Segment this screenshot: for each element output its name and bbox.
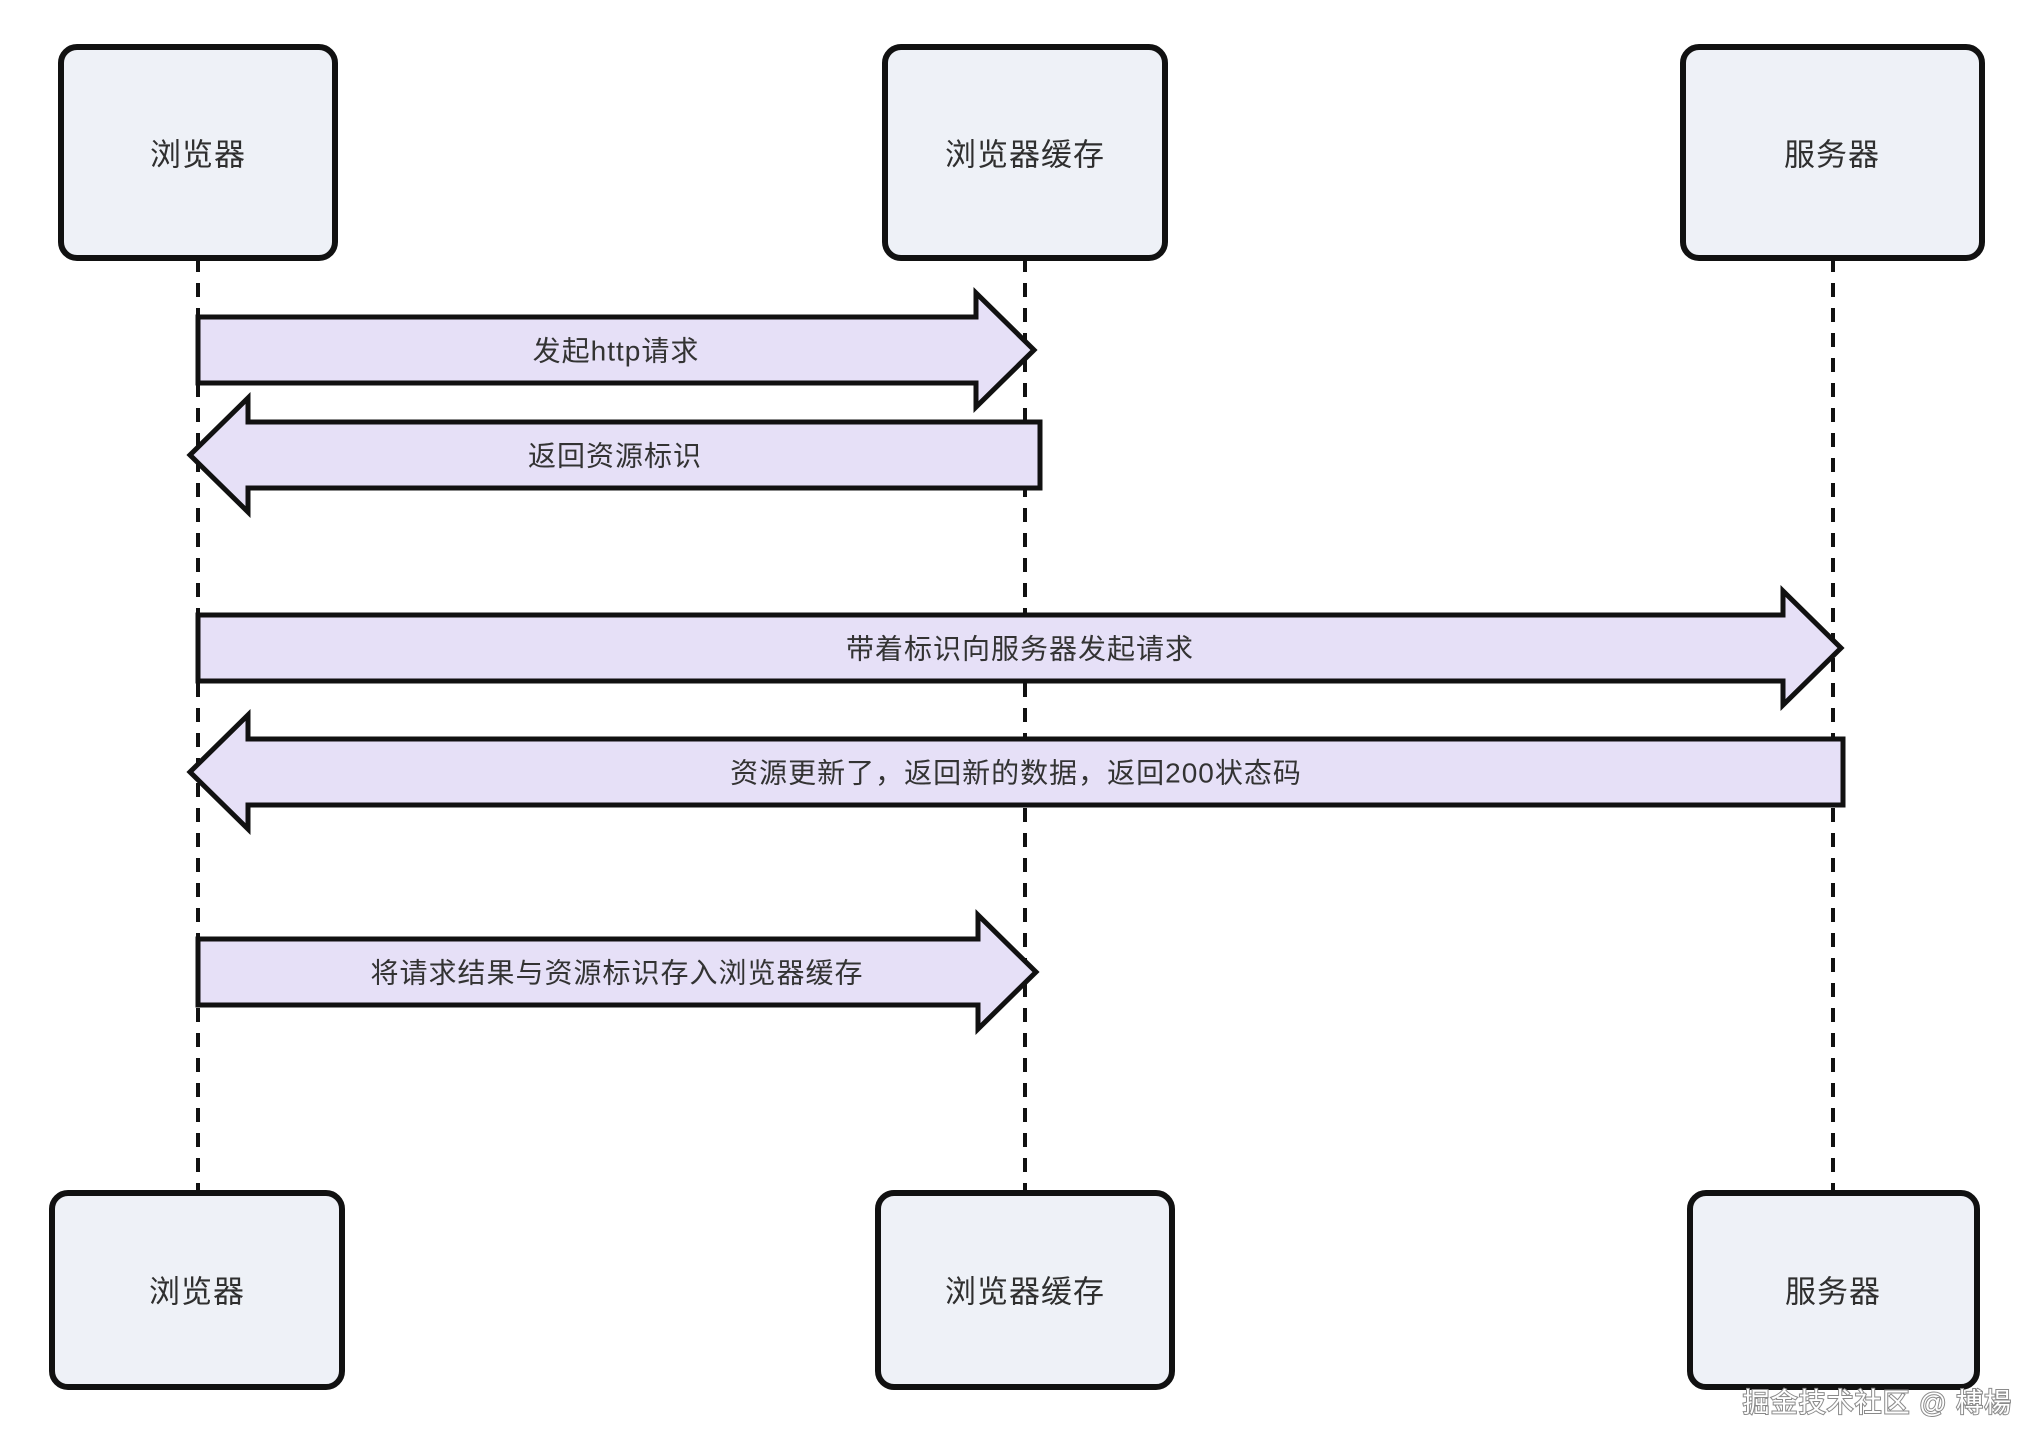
actor-label-browser-cache: 浏览器缓存 bbox=[945, 138, 1105, 173]
message-label: 将请求结果与资源标识存入浏览器缓存 bbox=[370, 958, 863, 989]
arrow-right-icon bbox=[195, 909, 1040, 1035]
arrow-left-icon bbox=[186, 392, 1043, 518]
message-4: 资源更新了，返回新的数据，返回200状态码 bbox=[186, 709, 1846, 835]
actor-bottom-browser-cache: 浏览器缓存 bbox=[875, 1190, 1175, 1390]
actor-label-browser: 浏览器 bbox=[149, 1275, 245, 1310]
message-label: 发起http请求 bbox=[533, 336, 700, 367]
actor-top-browser: 浏览器 bbox=[58, 44, 338, 261]
message-label: 资源更新了，返回新的数据，返回200状态码 bbox=[730, 758, 1302, 789]
watermark: 掘金技术社区 @ 榑楊 bbox=[1743, 1388, 2012, 1418]
actor-bottom-browser: 浏览器 bbox=[49, 1190, 345, 1390]
actor-label-browser: 浏览器 bbox=[150, 138, 246, 173]
actor-box bbox=[58, 44, 338, 261]
message-label: 返回资源标识 bbox=[528, 441, 702, 472]
actor-box bbox=[882, 44, 1168, 261]
actor-box bbox=[1680, 44, 1985, 261]
message-label: 带着标识向服务器发起请求 bbox=[846, 634, 1194, 665]
actor-box bbox=[875, 1190, 1175, 1390]
arrow-left-icon bbox=[186, 709, 1846, 835]
actor-label-browser-cache: 浏览器缓存 bbox=[945, 1275, 1105, 1310]
actor-label-server: 服务器 bbox=[1785, 1275, 1881, 1310]
actor-top-server: 服务器 bbox=[1680, 44, 1985, 261]
message-2: 返回资源标识 bbox=[186, 392, 1043, 518]
arrow-right-icon bbox=[195, 287, 1038, 413]
actor-bottom-server: 服务器 bbox=[1687, 1190, 1980, 1390]
actor-label-server: 服务器 bbox=[1784, 138, 1880, 173]
actor-box bbox=[49, 1190, 345, 1390]
actor-top-browser-cache: 浏览器缓存 bbox=[882, 44, 1168, 261]
message-5: 将请求结果与资源标识存入浏览器缓存 bbox=[195, 909, 1040, 1035]
actor-box bbox=[1687, 1190, 1980, 1390]
message-1: 发起http请求 bbox=[195, 287, 1038, 413]
arrow-right-icon bbox=[195, 585, 1845, 711]
message-3: 带着标识向服务器发起请求 bbox=[195, 585, 1845, 711]
